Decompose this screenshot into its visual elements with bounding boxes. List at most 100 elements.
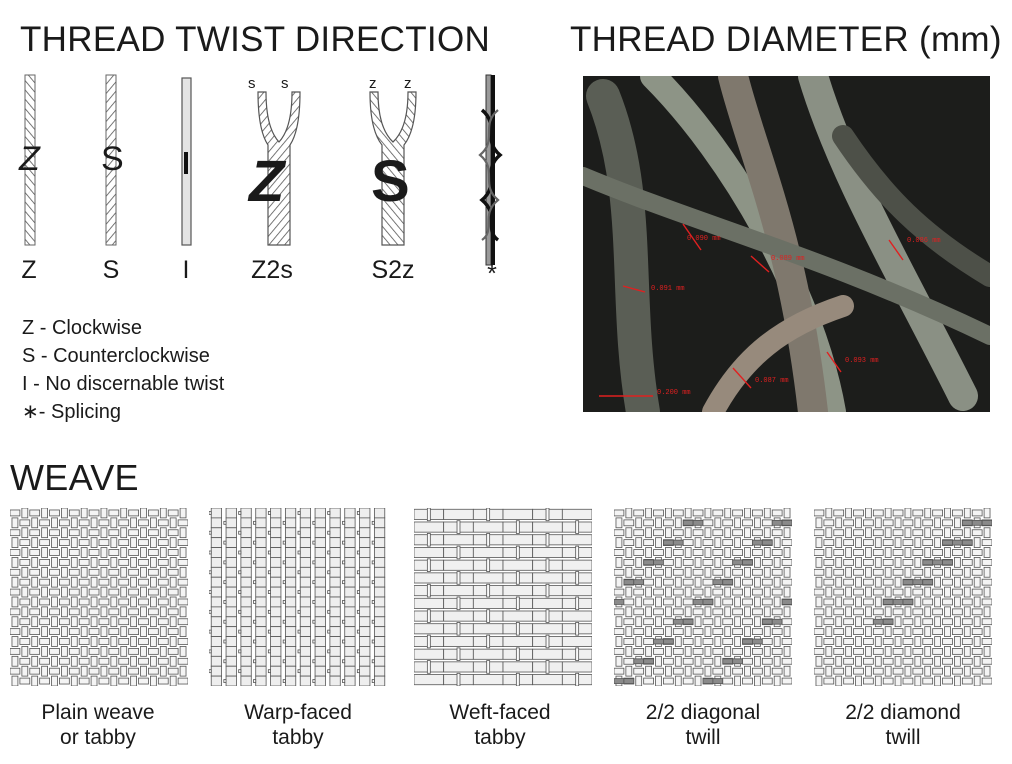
weave-cell (823, 598, 835, 606)
weave-cell (742, 598, 753, 606)
weave-cell (712, 608, 724, 616)
weave-cell (70, 596, 78, 608)
weave-cell (692, 509, 704, 517)
weave-cell (924, 566, 932, 578)
weave-cell (825, 527, 833, 539)
weave-cell (702, 657, 714, 665)
weave-cell (140, 547, 147, 558)
weave-cell (942, 677, 953, 685)
weave-cell (253, 520, 257, 525)
weave-cell (865, 646, 872, 657)
weave-cell (130, 616, 137, 628)
weave-cell (704, 606, 712, 618)
weave-cell (11, 655, 19, 667)
weave-cell (61, 606, 68, 618)
weave-cell (208, 511, 212, 515)
weave-cell (835, 576, 843, 588)
weave-cell (284, 655, 297, 667)
weave-cell (148, 628, 159, 635)
weave-cell (973, 596, 981, 608)
weave-cell (884, 566, 892, 578)
weave-cell (456, 520, 461, 534)
weave-cell (108, 529, 120, 537)
weave-cell (118, 539, 130, 546)
weave-cell (952, 509, 963, 517)
weave-cell (253, 659, 257, 664)
weave-cell (128, 588, 139, 596)
weave-cell (981, 519, 993, 526)
weave-cell (373, 596, 386, 608)
weave-cell (853, 628, 864, 635)
weave-cell (299, 566, 312, 578)
weave-cell (110, 596, 118, 608)
weave-cell (342, 520, 346, 525)
weave-cell (312, 560, 316, 565)
weave-cell (732, 568, 743, 576)
weave-cell (179, 586, 187, 598)
weave-cell (704, 626, 712, 637)
weave-cell (954, 616, 961, 628)
weave-cell (255, 517, 267, 529)
weave-cell (734, 636, 741, 647)
weave-cell (270, 527, 282, 539)
weave-cell (344, 626, 356, 637)
weave-cell (11, 517, 19, 529)
weave-cell (31, 576, 39, 588)
weave-cell (21, 606, 29, 618)
weave-cell (702, 599, 714, 605)
weave-cell (904, 626, 912, 637)
weave-cell (874, 517, 882, 529)
weave-cell (734, 517, 741, 529)
weave-cell (754, 616, 761, 628)
weave-cell (853, 608, 864, 616)
weave-cell (961, 677, 973, 685)
weave-cell (643, 618, 654, 626)
weave-cell (684, 606, 692, 618)
weave-cell (912, 628, 924, 635)
weave-cell (9, 568, 21, 576)
weave-cell (327, 511, 331, 515)
weave-cell (297, 550, 301, 555)
weave-cell (884, 507, 892, 519)
weave-cell (150, 596, 157, 608)
weave-cell (299, 626, 312, 637)
weave-cell (100, 547, 108, 558)
weave-cell (314, 517, 326, 529)
weave-cell (783, 527, 791, 539)
weave-cell (944, 665, 951, 677)
weave-cell (884, 626, 892, 637)
weave-cell (167, 509, 179, 517)
weave-cell (472, 674, 504, 686)
weave-cell (714, 616, 722, 628)
weave-cell (70, 616, 78, 628)
weave-cell (59, 618, 70, 626)
weave-cell (9, 588, 21, 596)
weave-cell (744, 586, 751, 598)
weave-cell (59, 578, 70, 586)
weave-cell (98, 578, 110, 586)
weave-cell (31, 655, 39, 667)
weave-cell (282, 600, 286, 604)
weave-cell (653, 529, 664, 537)
s2z-plied-thread (369, 91, 417, 246)
measurement-label: 0.087 mm (755, 377, 789, 385)
weave-cell (80, 586, 88, 598)
weave-cell (684, 665, 692, 677)
weave-cell (635, 596, 643, 608)
weave-cell (722, 598, 734, 606)
weave-cell (872, 628, 884, 635)
weave-cell (952, 608, 963, 616)
weave-cell (61, 626, 68, 637)
weave-cell (223, 679, 227, 683)
weave-cell (971, 549, 983, 556)
weave-cell (902, 519, 914, 527)
weave-cell (623, 678, 635, 684)
weave-cell (663, 657, 674, 665)
legend-z: Z - Clockwise (22, 317, 143, 339)
weave-cell (150, 675, 157, 687)
weave-cell (31, 517, 39, 529)
weave-cell (128, 667, 139, 675)
weave-cell (110, 636, 118, 647)
weave-cell (732, 667, 743, 675)
weave-cell (545, 507, 550, 522)
